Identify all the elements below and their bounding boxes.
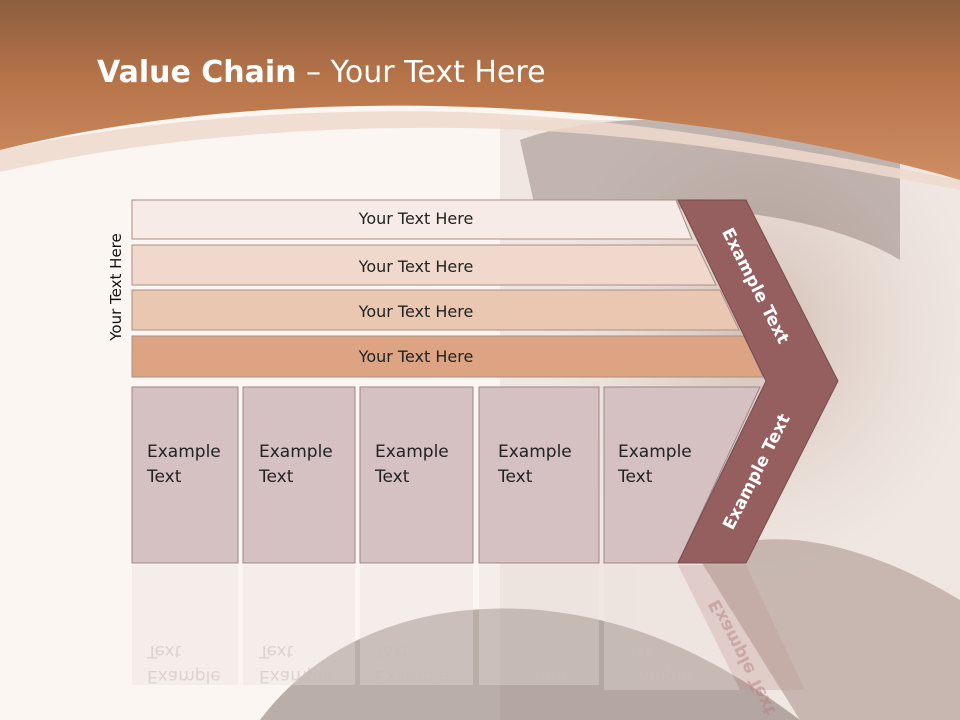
bar-2	[131, 244, 717, 286]
title-bold: Value Chain	[97, 55, 297, 90]
title-rest: – Your Text Here	[296, 55, 546, 90]
page-title: Value Chain – Your Text Here	[97, 55, 546, 90]
box-label-5: Example Text	[618, 442, 692, 487]
side-label: Your Text Here	[107, 233, 125, 341]
box-label-4: Example Text	[498, 442, 572, 487]
header-band	[0, 0, 960, 180]
margin-chevron-reflection	[678, 565, 805, 690]
box-reflection-label-4: Example Text	[498, 641, 572, 686]
activity-box-3	[359, 386, 474, 564]
box-label-2: Example Text	[259, 442, 333, 487]
box-reflection-label-3: Example Text	[375, 641, 449, 686]
bar-label-1: Your Text Here	[358, 209, 474, 228]
bar-label-4: Your Text Here	[358, 347, 474, 366]
box-label-1: Example Text	[147, 442, 221, 487]
bar-label-2: Your Text Here	[358, 257, 474, 276]
box-label-3: Example Text	[375, 442, 449, 487]
box-reflection-label-2: Example Text	[259, 641, 333, 686]
bar-4	[131, 335, 764, 378]
activity-box-2	[242, 386, 356, 564]
bar-3	[131, 289, 740, 331]
activity-box-1	[131, 386, 239, 564]
box-reflection-label-5: Example Text	[618, 641, 692, 686]
bar-label-3: Your Text Here	[358, 302, 474, 321]
activity-box-4	[478, 386, 600, 564]
header-swoosh	[0, 111, 960, 190]
box-reflections	[132, 565, 740, 690]
bar-1	[131, 199, 693, 240]
margin-chevron	[677, 199, 839, 564]
box-reflection-label-1: Example Text	[147, 641, 221, 686]
